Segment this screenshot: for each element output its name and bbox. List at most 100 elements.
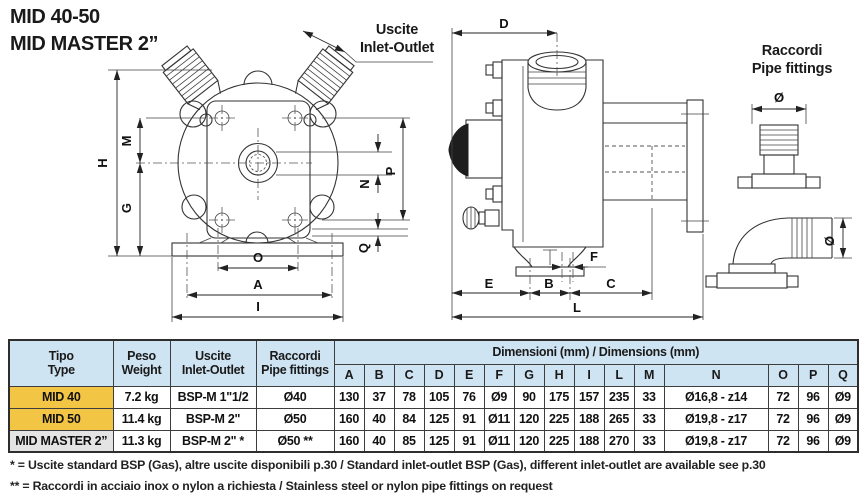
cell-pipe-fitting: Ø40	[255, 385, 335, 409]
dim-label-I: I	[256, 299, 260, 314]
title-line-1: MID 40-50	[10, 6, 100, 28]
cell-dim: 175	[543, 385, 575, 409]
cell-dim: 120	[513, 429, 545, 453]
dim-label-E: E	[485, 276, 494, 291]
cell-type: MID 50	[8, 407, 114, 431]
cell-dim: 235	[603, 385, 635, 409]
cell-dim: 33	[633, 429, 665, 453]
cell-pipe-fitting: Ø50 **	[255, 429, 335, 453]
cell-dim: 72	[767, 429, 799, 453]
inlet-outlet-label: Uscite Inlet-Outlet	[336, 21, 458, 57]
col-header-weight-it: Peso	[127, 348, 156, 363]
dim-label-O: O	[253, 250, 263, 265]
dim-label-C: C	[606, 276, 616, 291]
dimensions-table: Tipo Type Peso Weight Uscite Inlet-Outle…	[8, 339, 860, 453]
title-line-2: MID MASTER 2”	[10, 33, 159, 55]
side-view-drawing: D E B C F L	[448, 16, 709, 321]
pipe-fittings-label-en: Pipe fittings	[751, 61, 833, 77]
cell-weight: 11.3 kg	[112, 429, 171, 453]
cell-type: MID MASTER 2”	[8, 429, 114, 453]
col-header-weight: Peso Weight	[112, 339, 171, 387]
cell-dim: 85	[393, 429, 425, 453]
cell-dim: 72	[767, 385, 799, 409]
cell-inlet-outlet: BSP-M 2"	[169, 407, 257, 431]
cell-dim: 188	[573, 429, 605, 453]
fitting-diameter-side-label: Ø	[822, 236, 837, 246]
dim-column-header: G	[513, 363, 545, 387]
cell-dim: 160	[333, 429, 365, 453]
dim-column-header: B	[363, 363, 395, 387]
dim-column-header: Q	[827, 363, 859, 387]
dim-label-N: N	[357, 179, 372, 188]
col-header-weight-en: Weight	[121, 363, 162, 378]
dim-column-header: F	[483, 363, 515, 387]
col-header-type: Tipo Type	[8, 339, 114, 387]
cell-type: MID 40	[8, 385, 114, 409]
dim-column-header: D	[423, 363, 455, 387]
footnotes: * = Uscite standard BSP (Gas), altre usc…	[10, 455, 766, 497]
pipe-fittings-drawing: Ø Ø	[705, 90, 852, 289]
cell-dim: 160	[333, 407, 365, 431]
col-header-type-it: Tipo	[48, 348, 74, 363]
cell-dim: 33	[633, 407, 665, 431]
cell-dim: 125	[423, 407, 455, 431]
cell-dim: 91	[453, 429, 485, 453]
dim-column-header: A	[333, 363, 365, 387]
cell-dim: 125	[423, 429, 455, 453]
col-header-dimensions: Dimensioni (mm) / Dimensions (mm)	[333, 339, 859, 365]
dim-label-D: D	[499, 16, 508, 31]
cell-dim: Ø9	[827, 407, 859, 431]
cell-dim: 33	[633, 385, 665, 409]
cell-dim: 96	[797, 385, 829, 409]
dim-column-header: N	[663, 363, 769, 387]
cell-dim: 130	[333, 385, 365, 409]
cell-dim: 120	[513, 407, 545, 431]
dim-label-H: H	[95, 158, 110, 167]
cell-dim: 265	[603, 407, 635, 431]
cell-dim: 37	[363, 385, 395, 409]
cell-dim: Ø19,8 - z17	[663, 407, 769, 431]
dim-label-M: M	[119, 136, 134, 147]
cell-dim: 91	[453, 407, 485, 431]
footnote-1: * = Uscite standard BSP (Gas), altre usc…	[10, 458, 766, 472]
dim-label-L: L	[573, 300, 581, 315]
cell-dim: 84	[393, 407, 425, 431]
fitting-diameter-top-label: Ø	[774, 90, 784, 105]
footnote-2: ** = Raccordi in acciaio inox o nylon a …	[10, 478, 553, 493]
cell-weight: 11.4 kg	[112, 407, 171, 431]
dim-column-header: I	[573, 363, 605, 387]
dim-label-G: G	[119, 203, 134, 213]
cell-dim: 157	[573, 385, 605, 409]
cell-dim: Ø11	[483, 429, 515, 453]
cell-dim: Ø9	[483, 385, 515, 409]
cell-dim: 270	[603, 429, 635, 453]
dim-label-A: A	[253, 277, 263, 292]
cell-inlet-outlet: BSP-M 1"1/2	[169, 385, 257, 409]
cell-dim: Ø16,8 - z14	[663, 385, 769, 409]
cell-dim: 96	[797, 429, 829, 453]
dim-column-header: P	[797, 363, 829, 387]
technical-drawing: H M G N P Q O A I	[95, 16, 852, 322]
cell-weight: 7.2 kg	[112, 385, 171, 409]
cell-dim: 40	[363, 407, 395, 431]
dim-label-B: B	[544, 276, 553, 291]
cell-dim: 78	[393, 385, 425, 409]
inlet-outlet-label-en: Inlet-Outlet	[359, 40, 435, 56]
dim-column-header: L	[603, 363, 635, 387]
dim-column-header: C	[393, 363, 425, 387]
cell-dim: 90	[513, 385, 545, 409]
cell-dim: Ø9	[827, 429, 859, 453]
col-header-type-en: Type	[47, 363, 75, 378]
dim-label-F: F	[590, 249, 598, 264]
dim-label-Q: Q	[356, 243, 371, 253]
col-header-inlet-outlet-it: Uscite	[195, 348, 231, 363]
cell-dim: 225	[543, 429, 575, 453]
cell-dim: 96	[797, 407, 829, 431]
cell-dim: 225	[543, 407, 575, 431]
cell-inlet-outlet: BSP-M 2" *	[169, 429, 257, 453]
